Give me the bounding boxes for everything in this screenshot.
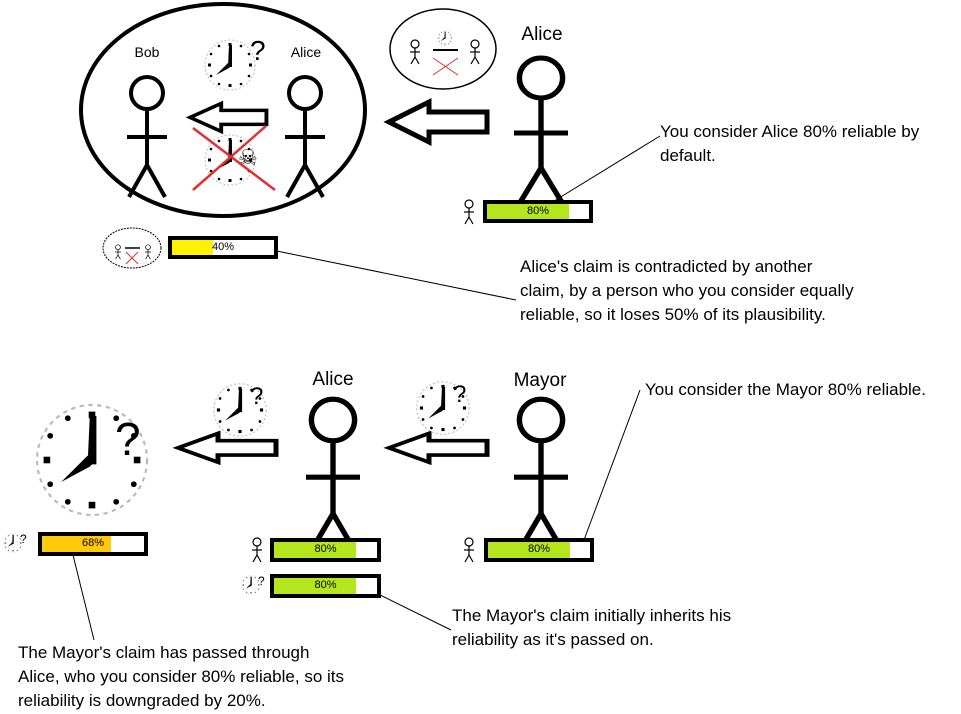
bar-percent-label: 80% <box>526 205 550 217</box>
person-icon <box>463 537 475 563</box>
alice-figure <box>306 399 360 555</box>
question-icon: ? <box>453 381 466 408</box>
note-default-reliability: You consider Alice 80% reliable by defau… <box>660 122 920 165</box>
note-contradiction: Alice's claim is contradicted by another… <box>520 257 854 324</box>
bar-percent-label: 80% <box>314 543 337 555</box>
callout-line <box>580 389 641 549</box>
alice-inner-label: Alice <box>290 44 322 60</box>
alice-reliability-bar: 80% <box>270 538 381 562</box>
bar-percent-label: 80% <box>314 579 337 591</box>
note-mayor-reliability: You consider the Mayor 80% reliable. <box>645 380 926 399</box>
mayor-reliability-bar: 80% <box>484 538 594 562</box>
question-icon: ? <box>115 413 141 465</box>
inner-arrow <box>188 101 269 134</box>
final-claim-bar: 68% <box>38 532 148 556</box>
bar-percent-label: 40% <box>211 241 235 253</box>
person-icon <box>463 199 475 225</box>
thought-bubble <box>79 2 367 218</box>
alice-figure <box>514 58 568 208</box>
bar-fill <box>172 240 213 255</box>
person-icon <box>251 537 263 563</box>
callout-line <box>71 550 95 641</box>
arrow-left <box>178 433 276 462</box>
question-icon: ? <box>250 383 263 410</box>
small-bubble-icon <box>102 227 162 269</box>
bob-figure <box>125 75 169 199</box>
skull-icon: ☠ <box>238 145 258 170</box>
alice-reliability-bar: 80% <box>483 200 593 223</box>
callout-line <box>261 247 517 301</box>
bar-fill <box>274 542 357 558</box>
bar-percent-label: 80% <box>527 543 551 555</box>
alice-inner-figure <box>283 75 327 199</box>
bar-fill <box>42 536 112 552</box>
bar-fill <box>487 204 569 219</box>
note-inherit: The Mayor's claim initially inherits his… <box>452 606 732 649</box>
svg-text:?: ? <box>20 532 27 546</box>
bob-label: Bob <box>134 44 160 60</box>
bar-fill <box>488 542 570 558</box>
question-icon: ? <box>250 35 266 66</box>
svg-text:?: ? <box>258 574 265 588</box>
mayor-label: Mayor <box>513 370 567 391</box>
mayor-figure <box>514 399 568 555</box>
callout-line <box>545 135 661 207</box>
mini-bubble-icon <box>389 8 497 90</box>
crossed-clock-icon: ☠ <box>192 125 276 191</box>
alice-label: Alice <box>312 369 354 390</box>
bar-percent-label: 68% <box>81 537 105 549</box>
contradicted-claim-bar: 40% <box>168 236 278 259</box>
bar-fill <box>274 578 357 594</box>
alice-label: Alice <box>521 24 563 45</box>
clock-icon <box>204 39 256 91</box>
note-passed-through: The Mayor's claim has passed through Ali… <box>18 643 344 710</box>
arrow-left <box>389 433 487 462</box>
alice-claim-bar: 80% <box>270 574 381 598</box>
arrow-left <box>389 102 487 142</box>
